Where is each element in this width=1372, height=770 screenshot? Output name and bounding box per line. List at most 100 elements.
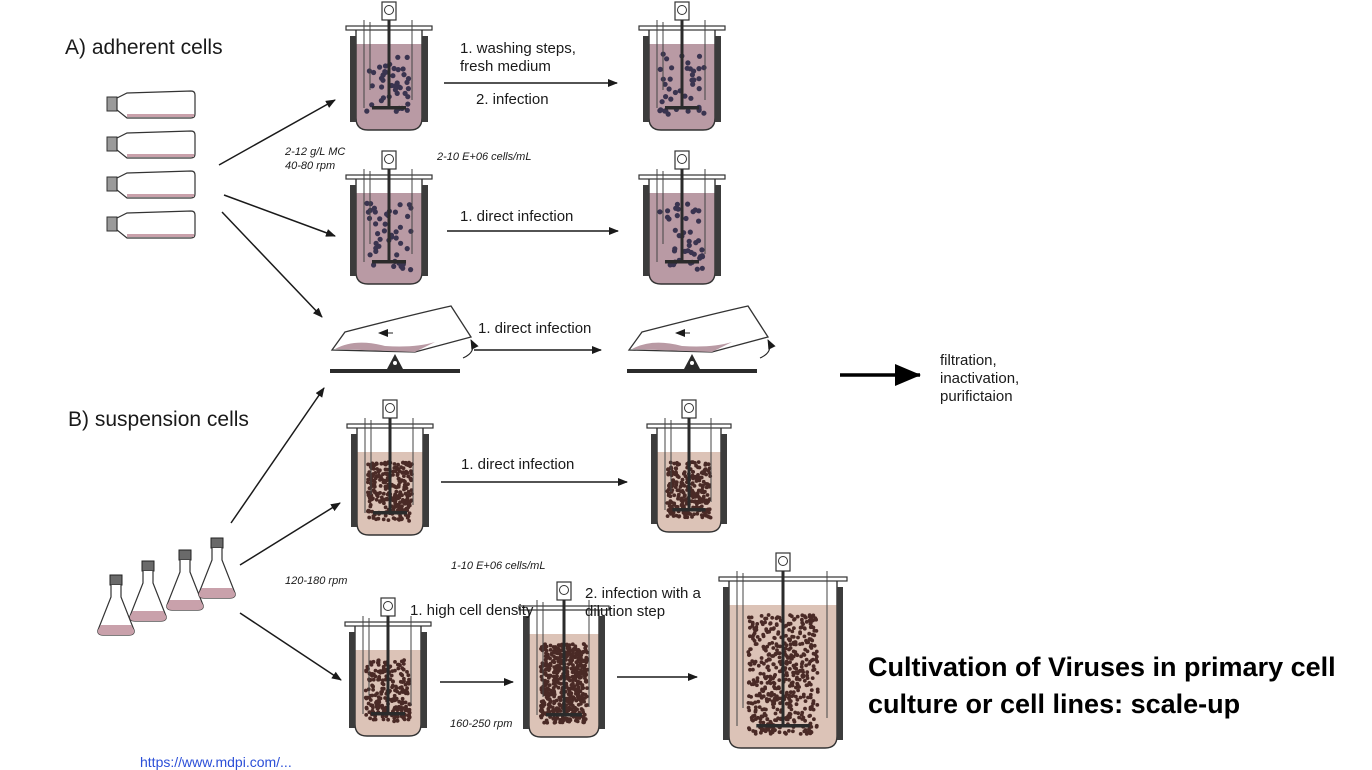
suspension-cell [805,683,810,687]
suspension-cell [406,474,411,479]
suspension-cell [812,717,816,722]
suspension-cell [380,678,385,683]
suspension-cell [559,720,564,725]
microcarrier-bead [405,86,411,92]
suspension-cell [815,703,820,707]
vessel-wall [354,626,422,737]
microcarrier-bead [398,240,404,246]
suspension-cell [584,660,589,665]
suspension-cell [792,626,796,630]
suspension-cell [400,673,405,678]
suspension-cell [789,614,794,619]
microcarrier-bead [408,228,414,234]
suspension-cell [772,684,776,689]
suspension-cell [815,671,820,675]
suspension-cell [755,635,760,639]
suspension-cell [784,731,788,736]
microcarrier-bead [373,221,379,227]
microcarrier-bead [683,215,689,222]
suspension-cell [777,686,781,691]
suspension-cell [372,484,377,488]
suspension-cell [395,718,400,723]
suspension-cell [399,659,404,664]
vessel-wall [356,428,424,536]
suspension-cell [368,660,373,665]
suspension-cell [806,695,810,700]
suspension-cell [778,701,782,706]
suspension-cell [707,484,711,489]
suspension-cell [397,476,401,481]
suspension-cell [751,678,756,682]
suspension-cell [671,514,676,518]
microcarrier-bead [378,75,385,81]
suspension-cell [380,714,385,719]
suspension-cell [796,635,800,640]
suspension-cell [380,689,384,694]
suspension-cell [542,720,547,725]
suspension-cell [784,623,788,628]
suspension-cell [567,676,571,680]
suspension-cell [574,718,578,723]
suspension-cell [696,460,701,464]
suspension-cell [771,662,776,667]
source-link[interactable]: https://www.mdpi.com/... [140,754,292,770]
suspension-cell [705,493,710,497]
suspension-cell [754,693,759,698]
suspension-cell [769,693,774,698]
suspension-cell [701,494,706,499]
suspension-cell [558,698,563,703]
suspension-cell [403,460,408,465]
suspension-cell [381,682,386,687]
suspension-cell [748,647,753,651]
microcarrier-bead [404,54,410,61]
suspension-cell [746,705,751,710]
flask-cap [106,176,118,192]
suspension-cell [788,646,793,650]
suspension-cell [393,498,398,503]
suspension-cell [755,622,760,626]
slide-title-line1: Cultivation of Viruses in primary cell [868,652,1336,682]
suspension-cell [364,696,369,701]
flask-medium-layer [127,154,194,157]
microcarrier-bead [701,65,707,71]
suspension-cell [746,680,751,685]
flask-cap [106,216,118,232]
suspension-cell [583,692,588,697]
suspension-cell [815,690,820,694]
suspension-cell [398,679,403,684]
suspension-cell [749,615,754,620]
suspension-cell [370,672,375,676]
microcarrier-bead [382,69,388,75]
suspension-cell [393,714,398,719]
suspension-cell [674,483,679,487]
suspension-cell [791,654,796,659]
suspension-cell [696,473,700,477]
suspension-cell [403,491,408,496]
stirrer-shaft [388,418,392,511]
suspension-cell [703,461,708,466]
suspension-cell [814,723,819,728]
suspension-cell [583,679,588,684]
suspension-cell [803,647,808,652]
stirrer-shaft [387,169,391,260]
suspension-cell [774,718,779,723]
suspension-cell [759,614,764,618]
suspension-cell [768,621,773,626]
suspension-cell [556,659,561,663]
microcarrier-bead [690,81,696,87]
suspension-cell [380,706,385,710]
microcarrier-bead [408,267,414,273]
suspension-cell [376,474,381,479]
suspension-cell [768,731,773,736]
suspension-cell [371,473,375,477]
stirrer-shaft [781,571,785,724]
stirrer-gauge [385,403,395,413]
arrow-shake-to-wave [230,387,325,524]
suspension-cell [670,500,674,505]
suspension-cell [396,484,401,489]
microcarrier-bead [405,101,411,107]
vessel-jacket-right [599,616,605,729]
suspension-cell [774,642,779,647]
suspension-cell [791,673,796,678]
suspension-cell [574,660,579,665]
